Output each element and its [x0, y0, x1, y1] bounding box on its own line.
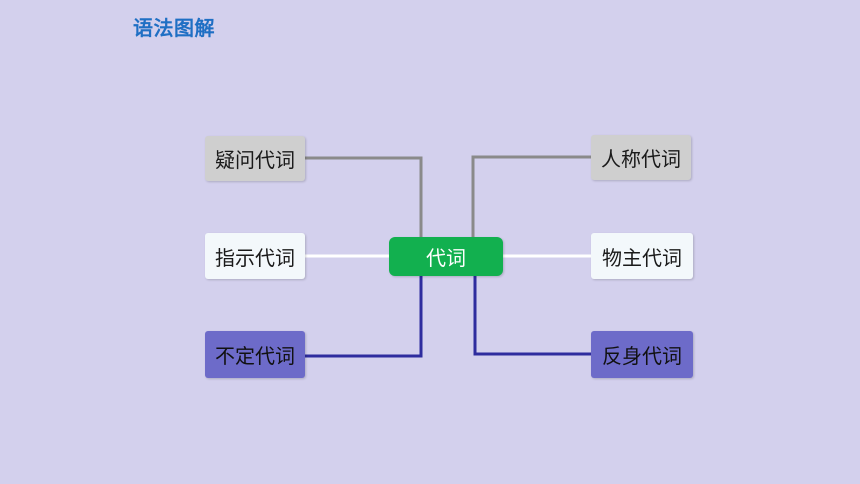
connector-reflexive	[473, 274, 592, 356]
node-reflexive-pronoun: 反身代词	[591, 331, 693, 378]
node-indefinite-pronoun: 不定代词	[205, 331, 305, 378]
node-possessive-pronoun: 物主代词	[591, 233, 693, 279]
node-personal-pronoun: 人称代词	[591, 135, 691, 180]
connector-personal	[471, 155, 592, 240]
node-demonstrative-pronoun: 指示代词	[205, 233, 305, 279]
connector-interrogative	[305, 156, 423, 240]
node-pronoun-center: 代词	[389, 237, 503, 276]
node-interrogative-pronoun: 疑问代词	[205, 136, 305, 181]
connector-indefinite	[305, 274, 423, 358]
page-title: 语法图解	[133, 16, 215, 40]
